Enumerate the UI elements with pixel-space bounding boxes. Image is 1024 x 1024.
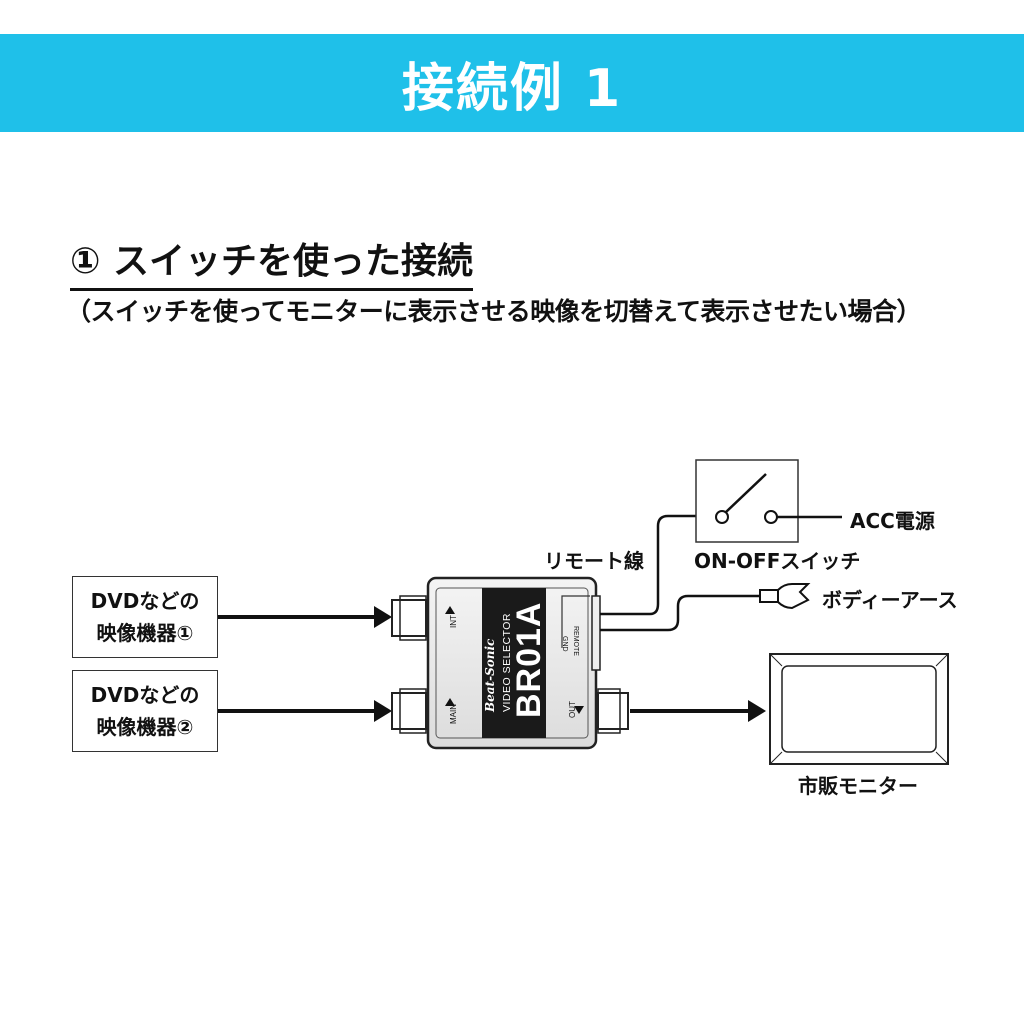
section-title: ① スイッチを使った接続	[70, 238, 474, 291]
remote-terminal	[591, 595, 601, 671]
body-ground-label: ボディーアース	[822, 588, 958, 612]
connector-main	[391, 688, 427, 734]
device-model: BR01A	[510, 602, 548, 718]
connector-int	[391, 595, 427, 641]
port-out-label: OUT	[568, 701, 577, 718]
wire-source-2	[218, 700, 392, 722]
connector-out	[597, 688, 629, 734]
wire-source-1	[218, 606, 392, 628]
source-2-line2: 映像機器②	[96, 715, 194, 739]
device-series: VIDEO SELECTOR	[501, 613, 513, 712]
wire-output	[630, 700, 766, 722]
source-1-line1: DVDなどの	[90, 589, 200, 613]
acc-power-label: ACC電源	[850, 509, 935, 533]
header-banner: 接続例 1	[0, 34, 1024, 132]
source-device-1: DVDなどの 映像機器①	[72, 576, 218, 658]
wire-remote	[600, 514, 722, 616]
switch-label: ON-OFFスイッチ	[694, 549, 861, 573]
source-2-line1: DVDなどの	[90, 683, 200, 707]
remote-wire-label: リモート線	[544, 549, 644, 573]
source-1-line2: 映像機器①	[96, 621, 194, 645]
port-gnd-label: GND	[561, 636, 568, 652]
port-remote-label: REMOTE	[572, 626, 579, 656]
section-subtitle: （スイッチを使ってモニターに表示させる映像を切替えて表示させたい場合）	[66, 297, 922, 326]
source-device-2: DVDなどの 映像機器②	[72, 670, 218, 752]
port-main-label: MAIN	[449, 704, 458, 724]
monitor-icon	[769, 653, 949, 765]
device-brand: Beat-Sonic	[483, 638, 497, 713]
wire-ground	[600, 594, 762, 632]
ground-terminal-icon	[759, 583, 811, 610]
on-off-switch	[695, 459, 799, 543]
monitor-label: 市販モニター	[798, 774, 918, 798]
port-int-label: INT	[449, 615, 458, 628]
banner-title: 接続例 1	[401, 58, 623, 119]
